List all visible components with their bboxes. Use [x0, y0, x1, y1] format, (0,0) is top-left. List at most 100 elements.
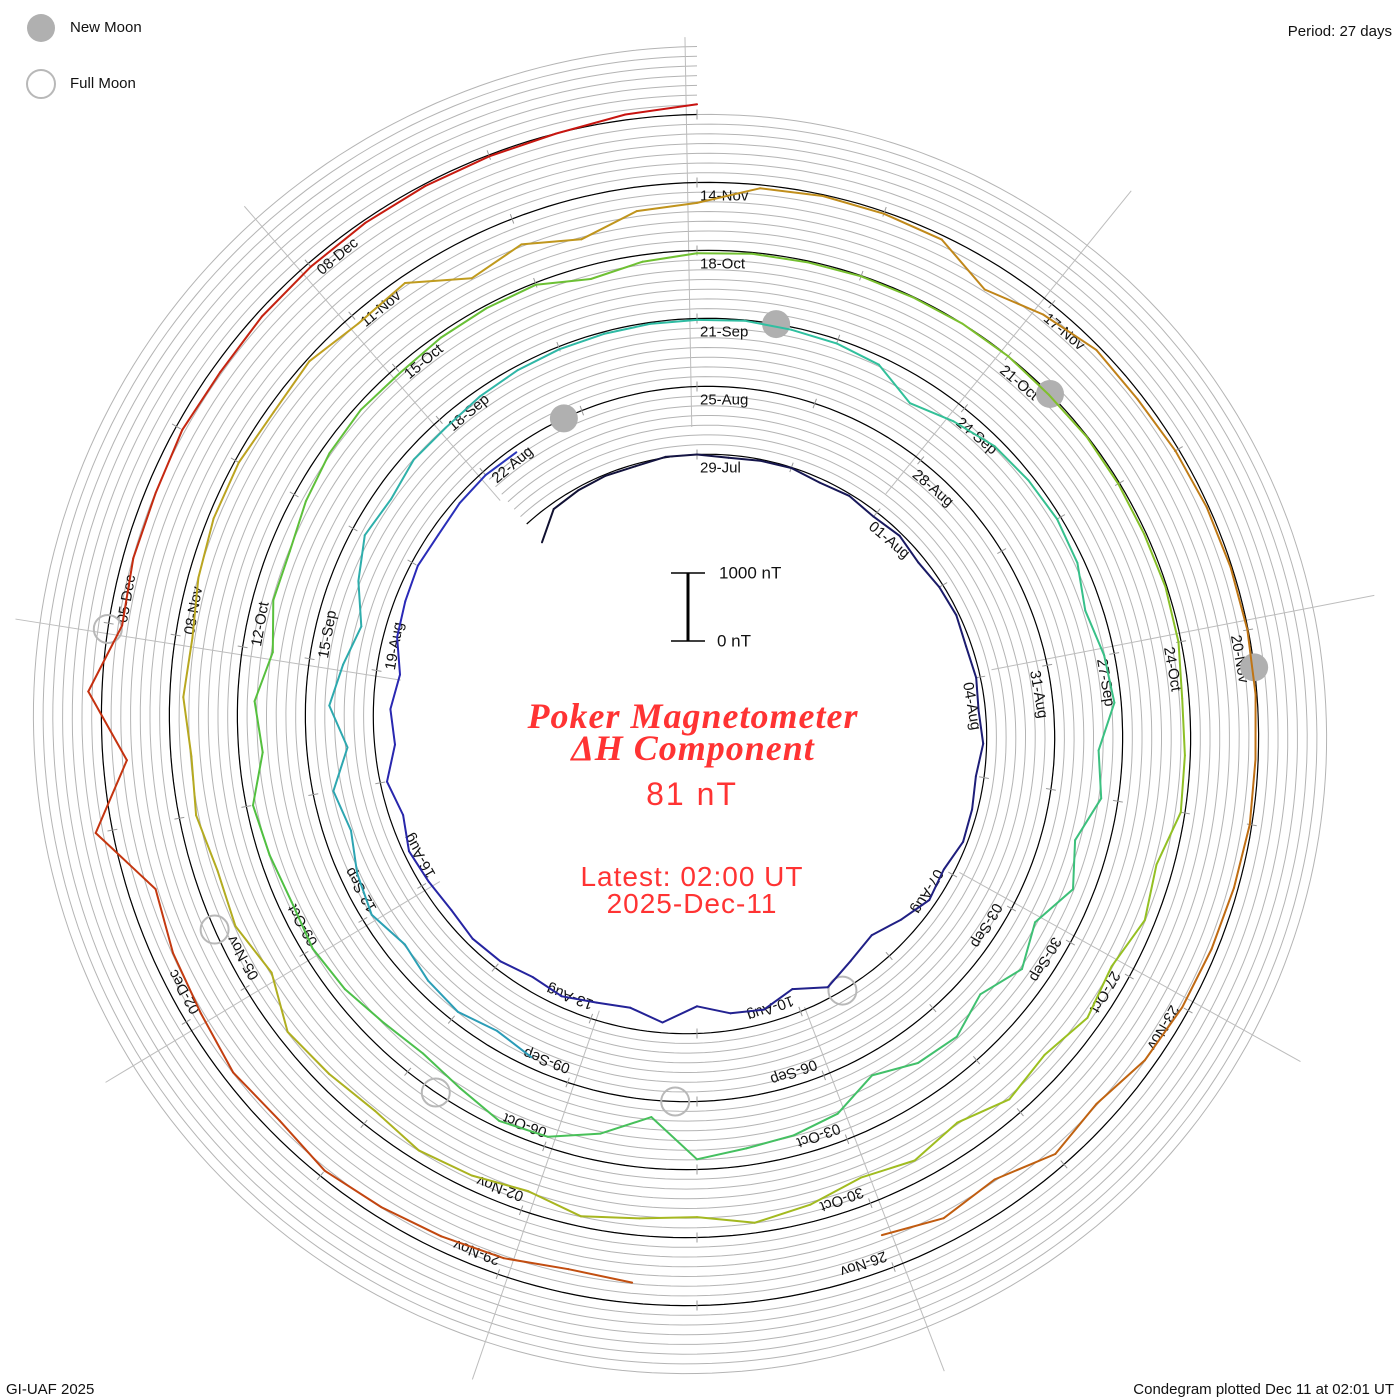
trace-segment [877, 363, 911, 405]
trace-segment [848, 494, 875, 518]
trace-segment [470, 243, 523, 280]
trace-segment [232, 1071, 281, 1122]
day-tick [1042, 663, 1053, 667]
trace-segment [977, 709, 985, 745]
trace-segment [541, 508, 555, 544]
trace-segment [488, 132, 558, 158]
trace-segment [909, 402, 955, 423]
trace-segment [1086, 965, 1113, 1019]
legend: New Moon Full Moon [26, 14, 142, 99]
trace-segment [440, 1235, 505, 1260]
trace-segment [328, 663, 345, 707]
date-label: 10-Aug [745, 992, 796, 1025]
day-tick [868, 1198, 873, 1209]
day-tick [518, 1205, 524, 1216]
trace-segment [1181, 948, 1213, 1009]
trace-segment [791, 986, 829, 991]
chart-title: Poker Magnetometer [527, 696, 859, 736]
trace-segment [860, 275, 914, 299]
day-tick [316, 1171, 324, 1181]
grid-spiral [91, 104, 1269, 1316]
day-tick [289, 491, 299, 498]
trace-segment [270, 971, 289, 1033]
day-tick [299, 950, 309, 957]
trace-segment [253, 651, 274, 703]
day-tick [360, 1119, 368, 1129]
date-label: 09-Sep [521, 1044, 572, 1077]
trace-segment [439, 307, 488, 339]
date-label: 31-Aug [1026, 669, 1051, 720]
trace-segment [1155, 811, 1182, 866]
trace-segment [599, 1116, 653, 1135]
trace-segment [1048, 393, 1088, 438]
trace-segment [1143, 533, 1167, 588]
trace-segment [535, 278, 592, 286]
day-tick [542, 1141, 547, 1152]
trace-segment [965, 645, 978, 679]
day-tick [1183, 1007, 1193, 1014]
trace-segment [516, 348, 561, 372]
grid-spoke [243, 205, 501, 501]
trace-segment [290, 900, 314, 950]
trace-segment [696, 318, 746, 322]
trace-segment [328, 1073, 376, 1112]
trace-segment [403, 943, 430, 982]
trace-segment [412, 426, 447, 461]
trace-segment [1164, 585, 1180, 644]
trace-segment [357, 534, 366, 582]
grid-spoke [804, 1006, 945, 1372]
trace-segment [952, 420, 996, 448]
latest-time: Latest: 02:00 UT [580, 861, 803, 892]
day-tick [885, 951, 893, 961]
day-tick [304, 657, 315, 661]
day-tick [181, 1018, 191, 1025]
day-tick [447, 1015, 456, 1024]
trace-segment [961, 322, 1010, 358]
trace-segment [938, 586, 958, 617]
trace-segment [1136, 398, 1177, 452]
trace-segment [499, 960, 534, 978]
trace-segment [826, 959, 852, 989]
day-tick [533, 277, 538, 288]
date-label: 12-Sep [342, 864, 381, 914]
trace-segment [471, 937, 502, 963]
trace-segment [763, 988, 794, 1011]
scale-bottom-label: 0 nT [717, 631, 751, 650]
full-moon-marker [660, 1086, 691, 1117]
trace-segment [580, 210, 638, 241]
trace-segment [1095, 1059, 1146, 1105]
day-tick [241, 805, 252, 808]
trace-segment [1143, 1006, 1184, 1062]
trace-segment [1084, 609, 1106, 657]
day-tick [1060, 1160, 1068, 1169]
trace-segment [181, 371, 222, 431]
date-label: 15-Oct [401, 340, 447, 382]
trace-segment [546, 1132, 602, 1138]
date-label: 06-Oct [500, 1109, 549, 1141]
day-tick [348, 311, 356, 320]
trace-segment [962, 808, 974, 843]
trace-segment [792, 1112, 839, 1137]
trace-segment [821, 195, 885, 215]
trace-segment [624, 103, 698, 116]
trace-segment [132, 492, 157, 560]
grid-spoke [684, 37, 693, 428]
day-tick [240, 984, 250, 991]
day-tick [882, 206, 887, 217]
trace-segment [332, 790, 352, 832]
trace-segment [402, 814, 410, 853]
trace-segment [172, 952, 202, 1015]
trace-segment [1034, 888, 1074, 924]
trace-segment [458, 474, 487, 505]
trace-segment [382, 1021, 424, 1055]
day-tick [891, 1262, 896, 1272]
trace-segment [427, 880, 453, 911]
trace-segment [450, 909, 474, 940]
trace-segment [219, 315, 263, 374]
day-tick [873, 508, 881, 517]
trace-segment [422, 1052, 461, 1089]
scale-bar: 1000 nT 0 nT [671, 563, 781, 650]
trace-segment [356, 872, 373, 916]
trace-segment [364, 185, 427, 224]
trace-segment [638, 1216, 698, 1220]
